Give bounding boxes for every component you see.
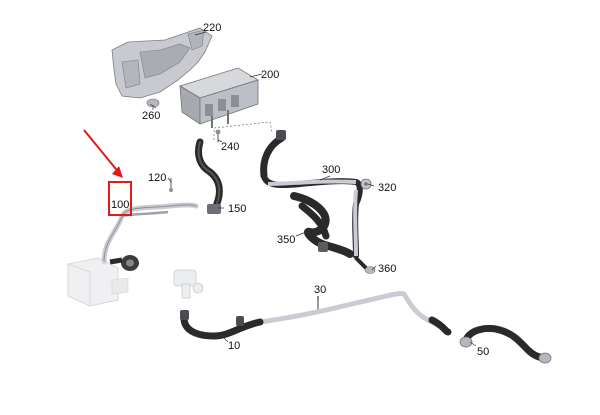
label-100[interactable]: 100 xyxy=(111,199,130,211)
leader-lines xyxy=(149,103,477,347)
label-50[interactable]: 50 xyxy=(477,346,490,358)
label-150[interactable]: 150 xyxy=(228,203,247,215)
label-320[interactable]: 320 xyxy=(378,182,397,194)
part-240-screw[interactable] xyxy=(215,129,221,143)
part-300-line[interactable] xyxy=(260,130,363,259)
highlight-arrow xyxy=(83,129,123,178)
label-10[interactable]: 10 xyxy=(228,340,241,352)
label-200[interactable]: 200 xyxy=(261,69,280,81)
part-150-hose[interactable] xyxy=(194,138,223,214)
part-260-nut[interactable] xyxy=(146,98,160,110)
label-300[interactable]: 300 xyxy=(322,164,341,176)
label-360[interactable]: 360 xyxy=(378,263,397,275)
part-120-clip[interactable] xyxy=(169,178,173,192)
part-320-clip[interactable] xyxy=(360,178,372,190)
label-220[interactable]: 220 xyxy=(203,22,222,34)
part-200-module[interactable] xyxy=(179,67,259,128)
part-50-hose[interactable] xyxy=(401,291,552,364)
part-control-unit-ghost xyxy=(67,257,129,307)
label-120[interactable]: 120 xyxy=(148,172,167,184)
highlight-box-100 xyxy=(108,181,132,216)
label-30[interactable]: 30 xyxy=(314,284,327,296)
part-350-hose[interactable] xyxy=(290,192,354,258)
part-220-bracket[interactable] xyxy=(111,27,213,99)
part-valve-ghost xyxy=(173,269,204,299)
part-360-clip[interactable] xyxy=(354,256,376,274)
label-240[interactable]: 240 xyxy=(221,141,240,153)
part-pump[interactable] xyxy=(109,255,139,271)
part-10-line[interactable] xyxy=(180,291,407,340)
label-260[interactable]: 260 xyxy=(142,110,161,122)
label-350[interactable]: 350 xyxy=(277,234,296,246)
